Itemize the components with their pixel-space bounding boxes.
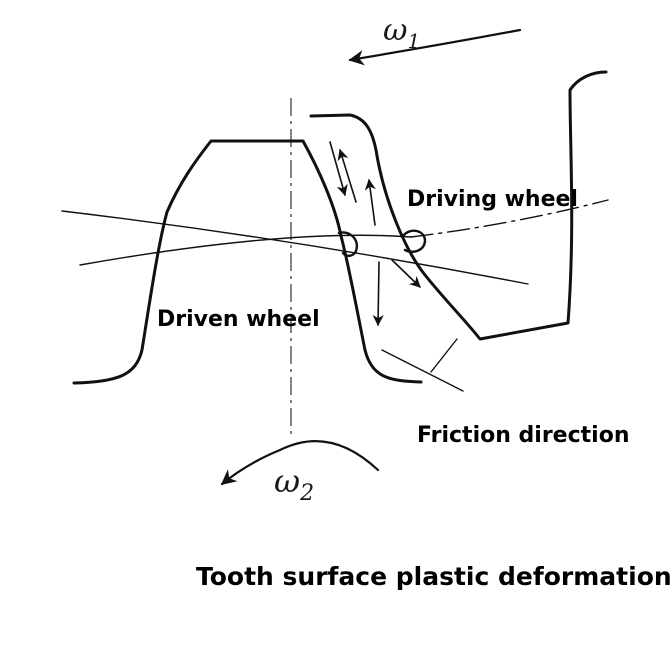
driving-wheel-tooth	[309, 70, 608, 341]
driving-tooth-deformation-bulge	[401, 229, 427, 253]
caption: Tooth surface plastic deformation	[196, 562, 670, 591]
friction-direction-leader	[381, 338, 464, 392]
driven-pitch-arc	[79, 234, 412, 266]
omega1-symbol: ω	[383, 13, 407, 48]
omega2-symbol: ω	[274, 462, 300, 500]
friction-direction-label: Friction direction	[417, 423, 629, 448]
omega1-subscript: 1	[407, 29, 420, 53]
friction-arrows	[329, 141, 421, 327]
driving-pitch-arc-dashed	[410, 199, 609, 238]
driven-wheel-tooth	[72, 139, 423, 385]
omega2-subscript: 2	[299, 481, 314, 506]
driven-tooth-deformation-bulge	[337, 231, 359, 257]
omega1-label: ω1	[383, 13, 420, 53]
driving-wheel-label: Driving wheel	[407, 187, 578, 212]
driving-pitch-arc	[61, 210, 529, 285]
omega1-rotation-arrow	[348, 28, 522, 66]
omega2-rotation-arrow	[220, 439, 380, 486]
omega2-label: ω2	[274, 462, 314, 506]
driven-wheel-label: Driven wheel	[157, 307, 320, 332]
